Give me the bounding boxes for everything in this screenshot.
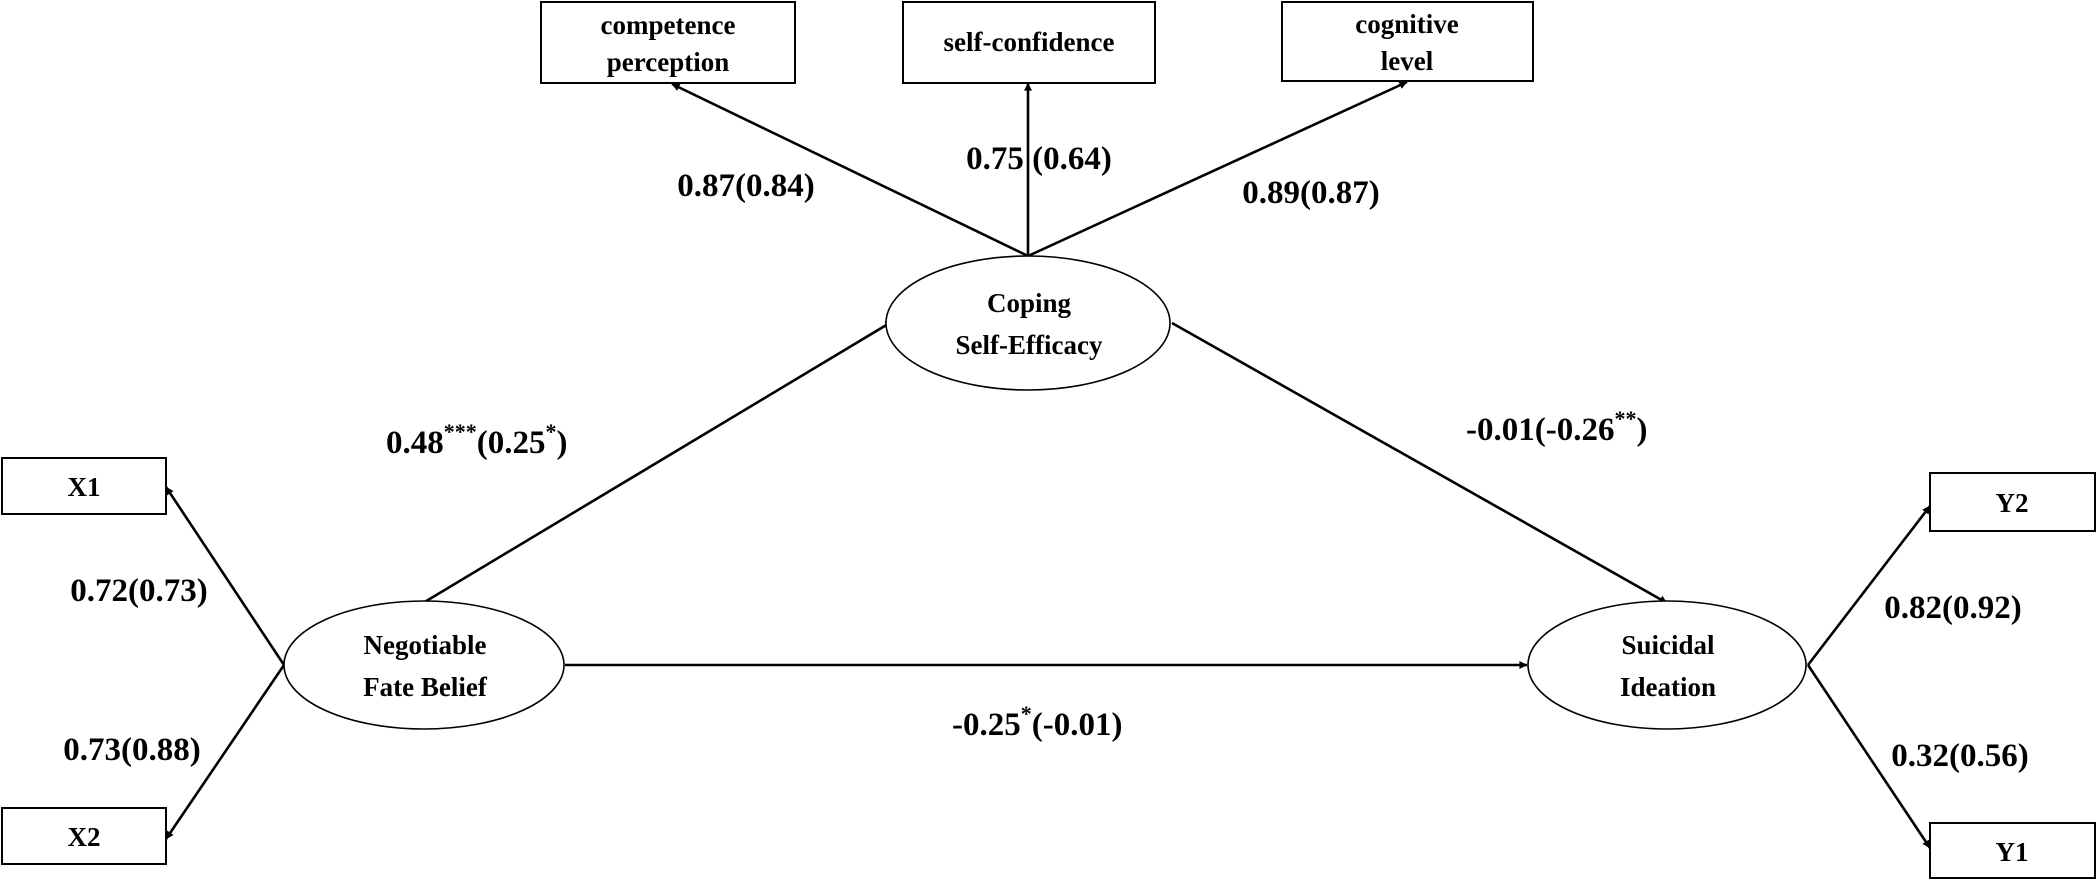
coef-nfb-to-cse-sup2: * [546, 419, 557, 444]
node-x1: X1 [1, 457, 167, 515]
coef-nfb-to-cse: 0.48***(0.25*) [386, 419, 568, 461]
competence-perception-label-line2: perception [607, 47, 730, 77]
coef-cse-to-si: -0.01(-0.26**) [1466, 406, 1647, 448]
node-self-confidence: self-confidence [902, 1, 1156, 84]
coef-x2: 0.73(0.88) [63, 732, 200, 768]
coef-cognitive-level: 0.89(0.87) [1242, 175, 1379, 211]
coef-nfb-to-cse-main: 0.48 [386, 425, 444, 461]
node-suicidal-ideation: Suicidal Ideation [1527, 600, 1807, 730]
edges [164, 80, 1932, 849]
node-cognitive-level: cognitive level [1281, 1, 1534, 82]
coef-nfb-to-si: -0.25*(-0.01) [952, 701, 1122, 743]
edge-cse-to-competence-perception [671, 82, 1029, 258]
coef-nfb-to-si-sup: * [1021, 701, 1032, 726]
cognitive-level-label-line2: level [1381, 46, 1434, 76]
coef-y2: 0.82(0.92) [1884, 590, 2021, 626]
coef-nfb-to-si-main: -0.25 [952, 707, 1021, 743]
coef-nfb-to-cse-mid: (0.25 [477, 425, 546, 461]
edge-si-to-y2 [1806, 505, 1932, 666]
self-confidence-label: self-confidence [944, 27, 1115, 57]
coef-y1: 0.32(0.56) [1891, 738, 2028, 774]
x2-label: X2 [68, 822, 101, 852]
node-y1: Y1 [1929, 822, 2096, 879]
cognitive-level-label-line1: cognitive [1355, 9, 1458, 39]
node-competence-perception: competence perception [540, 1, 796, 84]
edge-nfb-to-x2 [164, 664, 286, 840]
edge-cse-to-si [1171, 321, 1668, 605]
competence-perception-label-line1: competence [601, 10, 736, 40]
coef-cse-to-si-end: ) [1636, 412, 1647, 448]
coef-nfb-to-si-end: (-0.01) [1032, 707, 1123, 743]
negotiable-fate-belief-label-line2: Fate Belief [363, 672, 488, 702]
coef-nfb-to-cse-sup1: *** [444, 419, 477, 444]
coping-self-efficacy-label-line2: Self-Efficacy [956, 330, 1103, 360]
coef-nfb-to-cse-end: ) [557, 425, 568, 461]
coef-self-confidence: 0.75 (0.64) [966, 141, 1112, 177]
y2-label: Y2 [1996, 488, 2029, 518]
coping-self-efficacy-label-line1: Coping [987, 288, 1072, 318]
node-y2: Y2 [1929, 472, 2096, 532]
coef-x1: 0.72(0.73) [70, 573, 207, 609]
suicidal-ideation-label-line2: Ideation [1620, 672, 1716, 702]
y1-label: Y1 [1996, 837, 2029, 867]
coefficients: 0.87(0.84) 0.75 (0.64) 0.89(0.87) 0.48**… [63, 141, 2028, 774]
suicidal-ideation-label-line1: Suicidal [1621, 630, 1715, 660]
edge-nfb-to-cse [422, 319, 894, 605]
node-coping-self-efficacy: Coping Self-Efficacy [885, 255, 1171, 391]
node-x2: X2 [1, 807, 167, 865]
coef-competence-perception: 0.87(0.84) [677, 168, 814, 204]
node-negotiable-fate-belief: Negotiable Fate Belief [283, 600, 565, 730]
x1-label: X1 [68, 472, 101, 502]
negotiable-fate-belief-label-line1: Negotiable [364, 630, 487, 660]
edge-si-to-y1 [1806, 664, 1932, 849]
coef-cse-to-si-sup: ** [1614, 406, 1636, 431]
coef-cse-to-si-main: -0.01(-0.26 [1466, 412, 1614, 448]
edge-cse-to-cognitive-level [1027, 80, 1408, 258]
edge-nfb-to-x1 [164, 486, 286, 666]
